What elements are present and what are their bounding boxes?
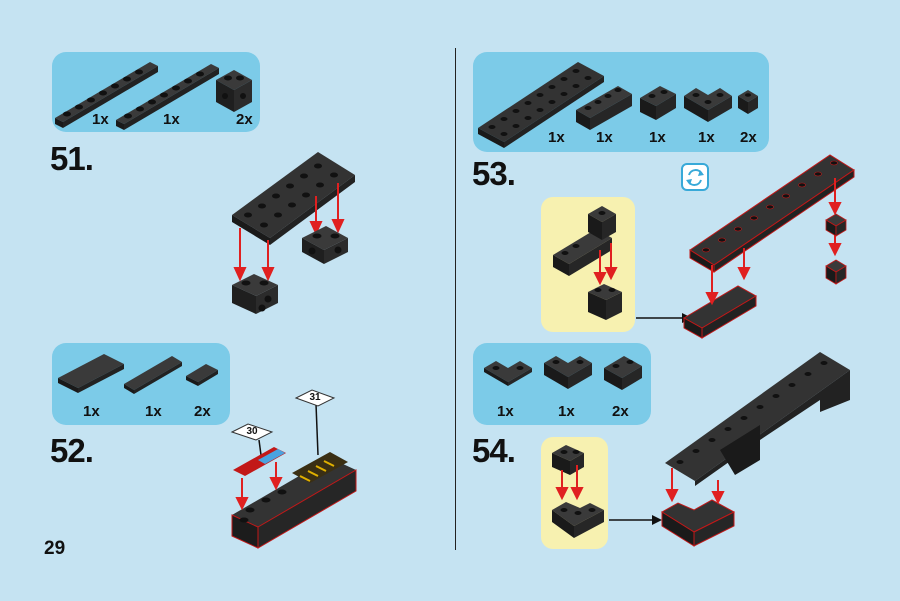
callout-label-31: 31 bbox=[309, 392, 321, 403]
part-qty: 1x bbox=[145, 403, 162, 420]
part-qty: 1x bbox=[83, 403, 100, 420]
callout-tag-31 bbox=[294, 389, 336, 407]
rotate-model-icon bbox=[681, 163, 709, 191]
part-qty: 2x bbox=[194, 403, 211, 420]
callout-label-30: 30 bbox=[246, 426, 258, 437]
part-qty: 2x bbox=[612, 403, 629, 420]
tile-1x4-icon bbox=[124, 356, 182, 394]
plate-1x8-icon bbox=[55, 62, 158, 128]
tile-1x2-icon bbox=[186, 364, 218, 386]
corner-brick-icon bbox=[684, 88, 732, 122]
part-qty: 1x bbox=[649, 129, 666, 146]
page-number: 29 bbox=[44, 538, 66, 559]
brick-1x2-icon bbox=[640, 86, 676, 120]
callout-tag-30 bbox=[230, 423, 274, 441]
plate-1x8-icon bbox=[116, 64, 219, 130]
column-divider bbox=[455, 48, 456, 550]
brick-1x1-icon bbox=[738, 90, 758, 114]
plate-2x8-icon bbox=[478, 62, 604, 148]
corner-brick-icon bbox=[544, 356, 592, 389]
step-number-51: 51. bbox=[50, 140, 94, 177]
part-qty: 1x bbox=[497, 403, 514, 420]
part-qty: 1x bbox=[163, 111, 180, 128]
step-number-52: 52. bbox=[50, 432, 94, 469]
part-qty: 1x bbox=[698, 129, 715, 146]
part-qty: 2x bbox=[236, 111, 253, 128]
part-qty: 1x bbox=[596, 129, 613, 146]
step-number-54: 54. bbox=[472, 432, 516, 469]
step-number-53: 53. bbox=[472, 155, 516, 192]
brick-with-studs-on-side-icon bbox=[302, 226, 348, 264]
part-qty: 1x bbox=[558, 403, 575, 420]
part-qty: 2x bbox=[740, 129, 757, 146]
part-qty: 1x bbox=[548, 129, 565, 146]
corner-plate-icon bbox=[484, 361, 532, 386]
part-qty: 1x bbox=[92, 111, 109, 128]
brick-with-studs-on-side-icon bbox=[232, 274, 278, 314]
brick-1x4-icon bbox=[576, 86, 632, 130]
brick-1x2-icon bbox=[604, 356, 642, 390]
tile-2x4-icon bbox=[58, 354, 124, 393]
brick-with-studs-on-side-icon bbox=[216, 70, 252, 112]
